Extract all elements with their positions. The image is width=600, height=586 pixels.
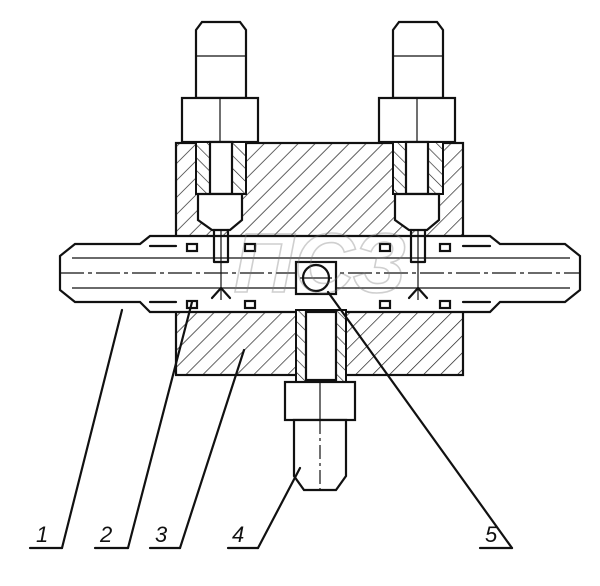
o-ring-seals [185, 242, 452, 310]
left-top-fitting [180, 20, 260, 300]
leader-line-2 [126, 300, 194, 550]
callout-3: 3 [155, 522, 168, 547]
callout-4: 4 [232, 522, 244, 547]
leader-line-4 [256, 466, 302, 550]
leader-line-3 [178, 348, 246, 550]
leader-line-1 [60, 308, 124, 550]
leader-line-5 [326, 290, 514, 550]
right-top-fitting [377, 20, 457, 300]
callout-numbers: 1 2 3 4 5 [36, 522, 498, 547]
watermark: ПСЗ [233, 215, 408, 311]
leader-lines [28, 290, 514, 550]
callout-1: 1 [36, 522, 48, 547]
bottom-fitting [283, 309, 357, 492]
callout-5: 5 [485, 522, 498, 547]
callout-2: 2 [99, 522, 112, 547]
watermark-text: ПСЗ [234, 216, 407, 310]
check-ball [294, 260, 338, 296]
